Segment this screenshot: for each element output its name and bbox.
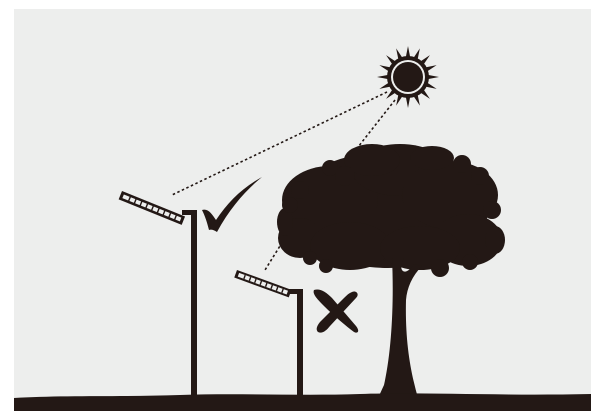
sun-icon	[377, 46, 439, 108]
pole-arm	[182, 210, 197, 215]
pole	[191, 212, 197, 402]
pole	[297, 292, 303, 402]
